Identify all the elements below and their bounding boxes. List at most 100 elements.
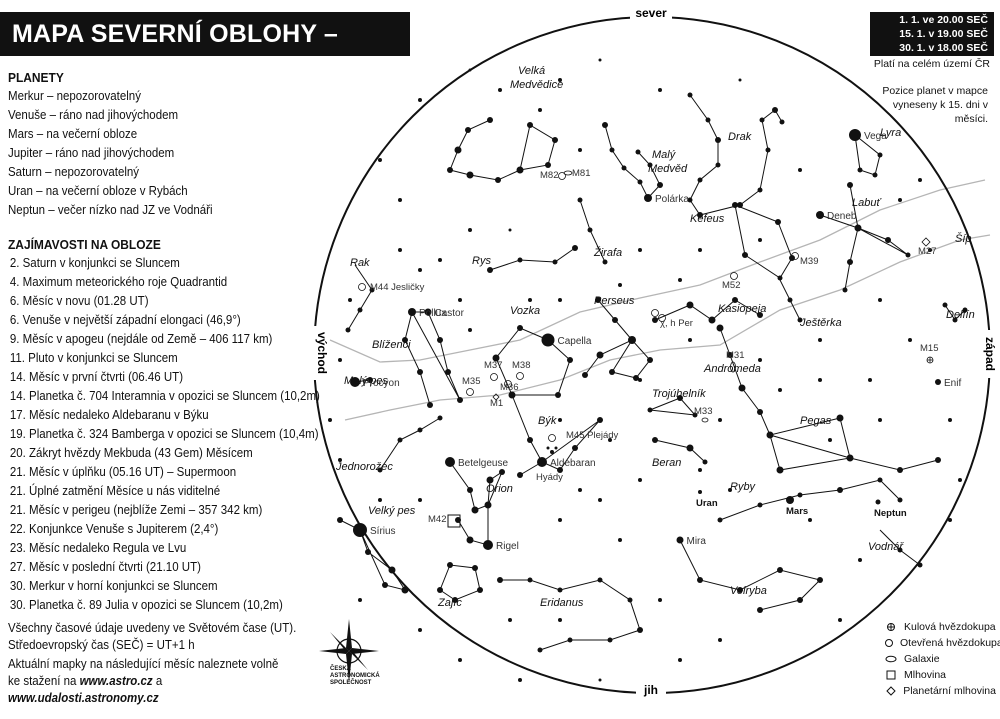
deep-sky-label: M52 bbox=[722, 280, 740, 291]
constellation-label: Jednorožec bbox=[335, 461, 393, 473]
star bbox=[828, 438, 832, 442]
constellation-line bbox=[768, 417, 939, 471]
star bbox=[466, 171, 474, 179]
deep-sky-label: M44 Jesličky bbox=[370, 282, 425, 293]
star bbox=[732, 297, 738, 303]
star bbox=[382, 582, 388, 588]
open-cluster-icon bbox=[558, 172, 566, 180]
pleiades-cluster bbox=[554, 446, 558, 450]
star bbox=[337, 517, 343, 523]
open-cluster-icon bbox=[466, 388, 474, 396]
star bbox=[776, 466, 784, 474]
star bbox=[468, 228, 472, 232]
star bbox=[842, 287, 848, 293]
star-label: Castor bbox=[435, 308, 465, 319]
constellation-line bbox=[511, 394, 601, 476]
galaxy-icon bbox=[730, 361, 736, 373]
star bbox=[457, 397, 463, 403]
deep-sky-label: M36 bbox=[500, 382, 518, 393]
star bbox=[817, 577, 823, 583]
legend-row: Kulová hvězdokupa bbox=[884, 619, 996, 635]
star bbox=[838, 618, 842, 622]
event-item: 9. Měsíc v apogeu (nejdále od Země – 406… bbox=[9, 332, 273, 346]
star bbox=[948, 418, 952, 422]
star bbox=[558, 418, 562, 422]
star bbox=[468, 328, 472, 332]
constellation-label: Malý pes bbox=[344, 375, 389, 387]
star bbox=[465, 127, 471, 133]
star bbox=[638, 478, 642, 482]
star bbox=[445, 369, 451, 375]
star bbox=[658, 88, 662, 92]
star bbox=[877, 152, 883, 158]
map-title: MAPA SEVERNÍ OBLOHY – LEDEN 2019 bbox=[0, 12, 410, 92]
star bbox=[417, 369, 423, 375]
star bbox=[787, 297, 793, 303]
star bbox=[377, 467, 383, 473]
star bbox=[567, 357, 573, 363]
planet-marker bbox=[698, 490, 702, 494]
star bbox=[872, 172, 878, 178]
star bbox=[758, 358, 762, 362]
star bbox=[765, 147, 771, 153]
star-label: Deneb bbox=[827, 211, 857, 222]
planet-item: Saturn – nepozorovatelný bbox=[8, 165, 140, 179]
star bbox=[517, 325, 523, 331]
star bbox=[418, 98, 422, 102]
star-label: Pollux bbox=[419, 308, 446, 319]
star bbox=[378, 158, 382, 162]
constellation-label: Žirafa bbox=[593, 246, 622, 259]
star bbox=[557, 467, 563, 473]
star-label: Sírius bbox=[370, 526, 396, 537]
star bbox=[816, 211, 824, 219]
star bbox=[658, 598, 662, 602]
star bbox=[483, 540, 493, 550]
star bbox=[778, 388, 782, 392]
star bbox=[738, 78, 742, 82]
star bbox=[401, 586, 409, 594]
deep-sky-label: M82 bbox=[540, 170, 558, 181]
star bbox=[358, 598, 362, 602]
star bbox=[454, 146, 462, 154]
star bbox=[424, 308, 432, 316]
footer-line-4: ke stažení na www.astro.cz a www.udalost… bbox=[8, 673, 312, 707]
star bbox=[808, 518, 812, 522]
star bbox=[708, 316, 716, 324]
star bbox=[567, 637, 573, 643]
star bbox=[718, 418, 722, 422]
star bbox=[437, 587, 443, 593]
star bbox=[458, 658, 462, 662]
event-item: 27. Měsíc v poslední čtvrti (21.10 UT) bbox=[9, 560, 201, 574]
star bbox=[716, 324, 724, 332]
star bbox=[527, 122, 533, 128]
star bbox=[468, 68, 472, 72]
event-item: 4. Maximum meteorického roje Quadrantid bbox=[9, 275, 228, 289]
constellation-line bbox=[734, 204, 793, 279]
star bbox=[618, 538, 622, 542]
star bbox=[758, 238, 762, 242]
deep-sky-label: M42 bbox=[428, 514, 446, 525]
star bbox=[958, 478, 962, 482]
stars bbox=[328, 58, 968, 682]
star bbox=[849, 129, 861, 141]
star bbox=[537, 457, 547, 467]
star bbox=[397, 437, 403, 443]
star bbox=[878, 418, 882, 422]
footer-prefix: ke stažení na bbox=[8, 674, 80, 688]
galaxy-icon bbox=[884, 654, 898, 664]
udalosti-link[interactable]: www.udalosti.astronomy.cz bbox=[8, 691, 159, 705]
star bbox=[847, 182, 853, 188]
event-item: 19. Planetka č. 324 Bamberga v opozici s… bbox=[9, 427, 319, 441]
star bbox=[487, 117, 493, 123]
open-cluster-icon bbox=[548, 434, 556, 442]
star bbox=[775, 219, 781, 225]
star bbox=[908, 338, 912, 342]
constellation-label: Drak bbox=[728, 131, 752, 143]
observation-times: 1. 1. ve 20.00 SEČ 15. 1. v 19.00 SEČ 30… bbox=[870, 12, 994, 56]
validity-note: Platí na celém území ČR bbox=[873, 58, 990, 70]
astro-link[interactable]: www.astro.cz bbox=[79, 674, 153, 688]
event-item: 20. Zákryt hvězdy Mekbuda (43 Gem) Měsíc… bbox=[9, 446, 253, 460]
star bbox=[348, 298, 352, 302]
event-item: 11. Pluto v konjunkci se Sluncem bbox=[9, 351, 178, 365]
